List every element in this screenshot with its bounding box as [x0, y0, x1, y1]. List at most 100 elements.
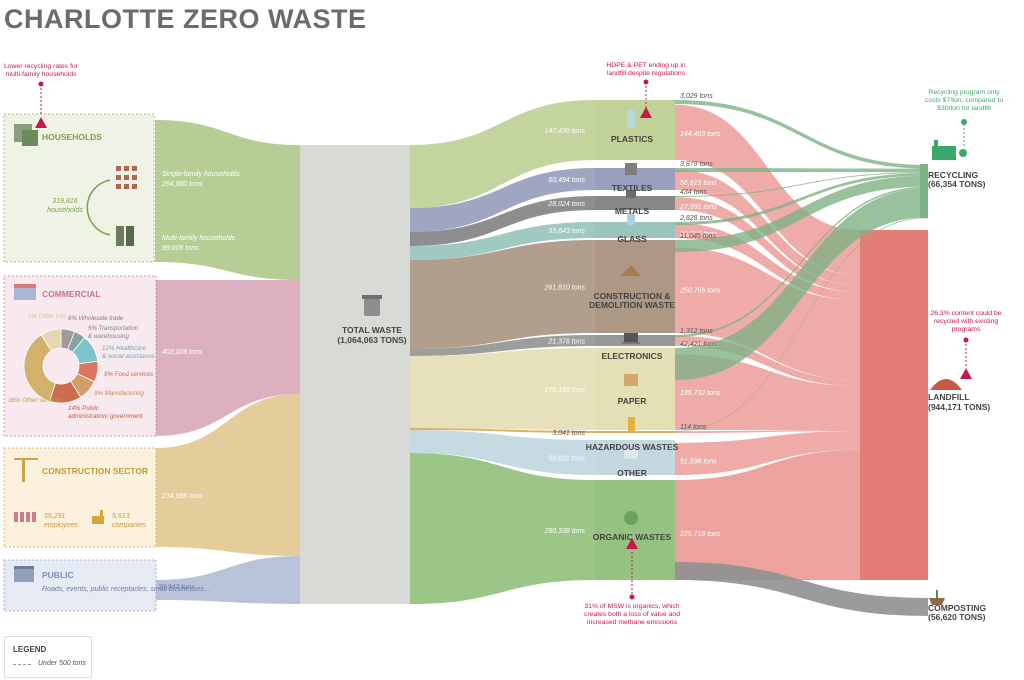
- alert-icon: [626, 538, 638, 549]
- pie-label: & social assistance: [102, 353, 155, 360]
- flow-total-to-other: [410, 430, 595, 475]
- plastic-bottle-icon: [627, 110, 635, 128]
- material-label-other: OTHER: [617, 468, 647, 478]
- material-label-textiles: TEXTILES: [612, 183, 653, 193]
- landfill-column: [860, 230, 928, 580]
- material-recycling-tons-electronics: 1,312 tons: [680, 328, 713, 335]
- note-dot: [629, 594, 635, 600]
- note-dot: [38, 81, 44, 87]
- workers-icon: [14, 512, 36, 522]
- note-text: multi-family households: [5, 71, 77, 78]
- material-band-glass: [595, 222, 675, 238]
- single-family-house-icon: [116, 166, 137, 189]
- flow-textiles-to-recycling: [675, 168, 928, 173]
- recycling-factory-icon: [932, 140, 956, 160]
- flow-construction: [155, 394, 300, 556]
- material-band-organics: [595, 480, 675, 580]
- material-in-tons-hazardous: 3,041 tons: [552, 430, 585, 437]
- pie-label: 9% Manufacturing: [94, 390, 144, 397]
- metal-can-icon: [626, 190, 636, 198]
- material-landfill-tons-textiles: 56,615 tons: [680, 180, 717, 187]
- material-landfill-tons-plastics: 144,403 tons: [680, 131, 721, 138]
- landfill-label: LANDFILL: [928, 392, 970, 402]
- households-bracket: [86, 179, 111, 236]
- flow-total-to-organics: [410, 453, 595, 604]
- households-unit: households: [47, 207, 83, 214]
- note-text: HDPE & PET ending up in: [606, 62, 685, 69]
- shirt-icon: [625, 163, 637, 175]
- note-text: landfill despite regulations: [607, 70, 686, 77]
- commercial-tons: 403,028 tons: [162, 349, 203, 356]
- public-tons: 36,943 tons: [158, 584, 195, 591]
- material-label-metals: METALS: [615, 206, 650, 216]
- landfill-value: (944,171 TONS): [928, 402, 990, 412]
- material-in-tons-plastics: 147,430 tons: [545, 128, 586, 135]
- compost-bag-icon: [624, 511, 638, 525]
- public-building-icon: [14, 566, 34, 582]
- material-label-cd: CONSTRUCTION &: [594, 291, 671, 301]
- material-in-tons-glass: 33,643 tons: [548, 228, 585, 235]
- material-recycling-tons-cd: 11,045 tons: [680, 233, 717, 240]
- commercial-sector-pie: [23, 328, 99, 404]
- laptop-icon: [622, 333, 640, 344]
- note-text: Recycling program only: [928, 89, 1000, 96]
- pie-slice: [40, 328, 62, 352]
- legend-title: LEGEND: [13, 645, 47, 654]
- flow-hazardous-to-recycling: [675, 217, 928, 432]
- legend-box: LEGEND Under 500 tons: [4, 636, 92, 678]
- flow-households: [155, 120, 300, 280]
- flow-glass-to-recycling: [675, 173, 928, 225]
- note-text: increased methane emissions: [587, 619, 678, 626]
- flow-bands: [155, 100, 928, 616]
- public-description: Roads, events, public receptacles, small…: [42, 586, 210, 593]
- construction-tons: 234,595 tons: [161, 493, 203, 500]
- material-landfill-tons-hazardous: 2,867 tons: [679, 433, 713, 440]
- alert-icon: [640, 107, 652, 118]
- flow-total-to-paper: [410, 348, 595, 430]
- recycling-label: RECYCLING: [928, 170, 978, 180]
- employees-value: 55,291: [44, 513, 66, 520]
- flow-plastics-to-recycling: [675, 100, 928, 169]
- households-count: 319,816: [52, 198, 77, 205]
- flow-metals-to-landfill: [675, 197, 860, 292]
- pie-label: administration/ government: [68, 413, 143, 420]
- note-text: recycled with existing: [934, 318, 998, 325]
- flow-organics-to-composting: [675, 562, 928, 616]
- composting-label: COMPOSTING: [928, 603, 986, 613]
- material-landfill-tons-metals: 27,591 tons: [679, 204, 717, 211]
- store-icon: [14, 284, 36, 300]
- note-text: 26.3% content could be: [930, 310, 1001, 317]
- material-band-plastics: [595, 100, 675, 160]
- material-landfill-tons-cd: 250,766 tons: [679, 288, 721, 295]
- flow-public: [155, 556, 300, 604]
- note-text: costs $7/ton, compared to: [925, 97, 1003, 104]
- flow-total-to-glass: [410, 222, 595, 260]
- pie-label: 9% Food services: [104, 371, 153, 378]
- employees-label: employees: [44, 522, 78, 529]
- companies-label: companies: [112, 522, 146, 529]
- material-in-tons-cd: 261,810 tons: [544, 285, 586, 292]
- seedling-icon: [929, 590, 945, 605]
- material-in-tons-paper: 178,153 tons: [545, 387, 586, 394]
- single-family-label: Single-family households: [162, 171, 240, 178]
- pie-label: 9% Other info: [28, 313, 66, 320]
- material-recycling-tons-textiles: 3,879 tons: [680, 161, 713, 168]
- multi-family-tons: 89,606 tons: [162, 245, 199, 252]
- material-in-tons-metals: 28,024 tons: [547, 201, 585, 208]
- note-text: programs: [952, 326, 981, 333]
- landfill-mound-icon: [930, 379, 962, 390]
- material-band-hazardous: [595, 431, 675, 433]
- recycling-value: (66,354 TONS): [928, 179, 986, 189]
- pie-label: 5% Transportation: [88, 325, 139, 332]
- legend-item-label: Under 500 tons: [38, 660, 86, 667]
- material-band-cd: [595, 240, 675, 333]
- total-waste-column: [300, 145, 410, 604]
- crane-icon: [14, 458, 38, 482]
- commercial-label: COMMERCIAL: [42, 289, 101, 299]
- flow-electronics-to-recycling: [675, 186, 928, 337]
- single-family-tons: 294,880 tons: [161, 181, 203, 188]
